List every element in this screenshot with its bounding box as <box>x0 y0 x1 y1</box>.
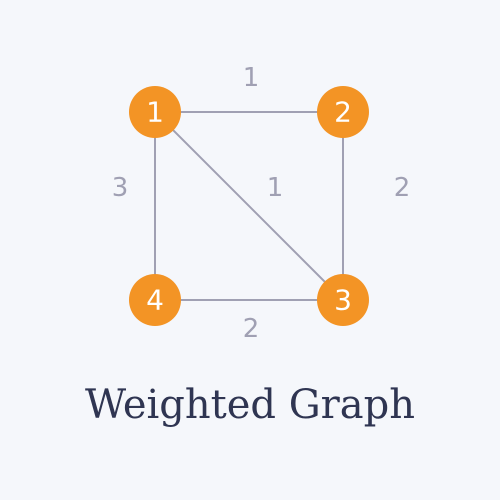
node-4-label: 4 <box>146 284 164 317</box>
edge-weight-2-3: 2 <box>394 173 411 203</box>
node-2-circle <box>317 86 369 138</box>
node-1-circle <box>129 86 181 138</box>
node-1-label: 1 <box>146 96 164 129</box>
node-4-circle <box>129 274 181 326</box>
edge-weight-1-4: 3 <box>112 173 129 203</box>
node-2-label: 2 <box>334 96 352 129</box>
edge-1-3 <box>154 111 344 301</box>
node-1: 1 <box>129 86 181 138</box>
node-4: 4 <box>129 274 181 326</box>
node-3: 3 <box>317 274 369 326</box>
edge-weight-4-3: 2 <box>243 314 260 344</box>
diagram-title: Weighted Graph <box>84 382 416 428</box>
node-3-circle <box>317 274 369 326</box>
node-2: 2 <box>317 86 369 138</box>
edge-weight-1-3: 1 <box>267 173 284 203</box>
edge-weight-1-2: 1 <box>243 63 260 93</box>
node-3-label: 3 <box>334 284 352 317</box>
